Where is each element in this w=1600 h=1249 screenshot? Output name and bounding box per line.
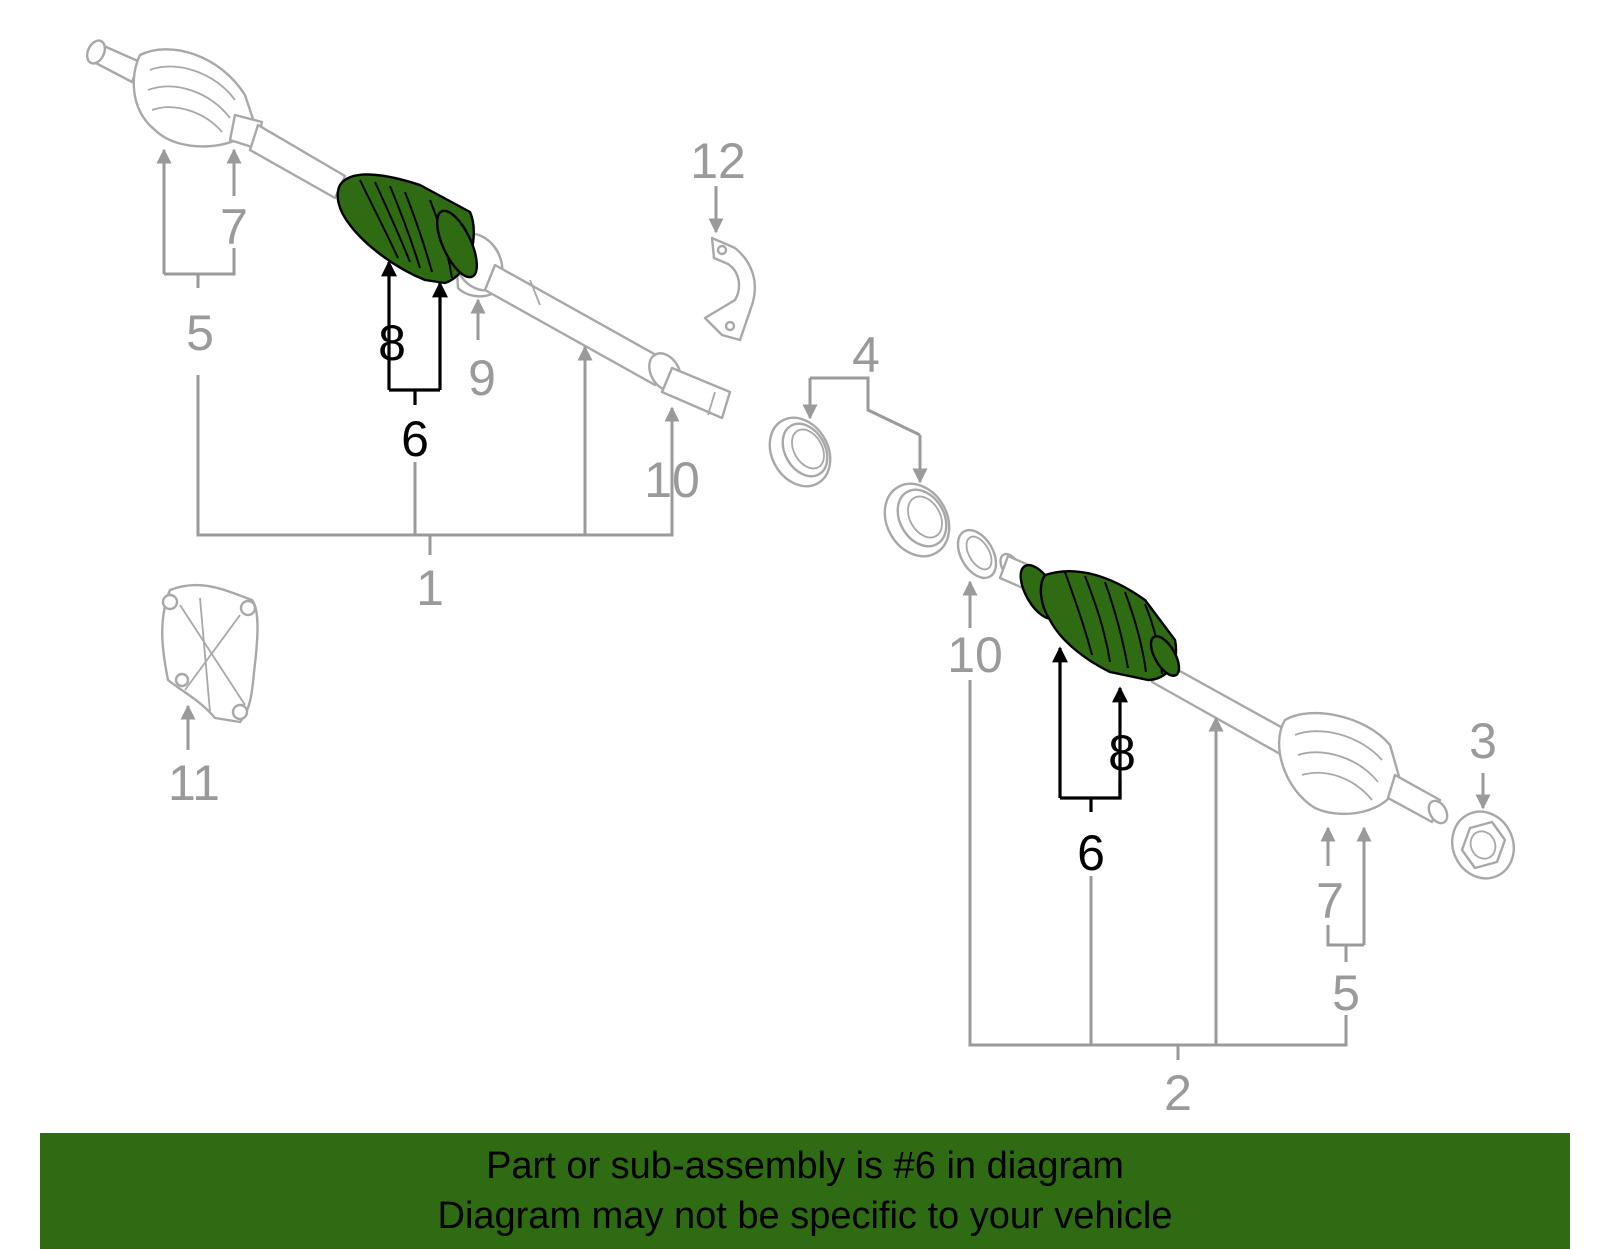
axle-nut bbox=[1451, 810, 1515, 880]
bearing-seal-lower bbox=[883, 482, 951, 558]
info-banner: Part or sub-assembly is #6 in diagram Di… bbox=[40, 1133, 1570, 1249]
callout-6-left: 6 bbox=[401, 411, 429, 467]
callout-labels: 1 2 3 4 5 5 6 6 7 7 8 8 9 10 10 11 12 bbox=[168, 133, 1497, 1121]
banner-line-2: Diagram may not be specific to your vehi… bbox=[437, 1195, 1173, 1237]
callout-6-right: 6 bbox=[1077, 825, 1105, 881]
callout-8-right: 8 bbox=[1108, 725, 1136, 781]
callout-12: 12 bbox=[690, 133, 746, 189]
bearing-seal-upper bbox=[768, 416, 832, 488]
callout-1: 1 bbox=[416, 560, 444, 616]
support-bracket bbox=[161, 583, 259, 724]
left-inner-cv-boot bbox=[336, 173, 479, 285]
callout-7-right: 7 bbox=[1316, 873, 1344, 929]
callout-3: 3 bbox=[1469, 713, 1497, 769]
seal-ring bbox=[956, 528, 998, 580]
callout-10-right: 10 bbox=[947, 627, 1003, 683]
banner-line-1: Part or sub-assembly is #6 in diagram bbox=[486, 1145, 1124, 1187]
left-axle-shaft bbox=[85, 39, 732, 420]
callout-2: 2 bbox=[1164, 1065, 1192, 1121]
callout-7-left: 7 bbox=[220, 199, 248, 255]
callout-5-left: 5 bbox=[186, 305, 214, 361]
leader-lines-active bbox=[381, 260, 1128, 812]
callout-11: 11 bbox=[168, 755, 220, 811]
callout-8-left: 8 bbox=[378, 315, 406, 371]
callout-5-right: 5 bbox=[1332, 965, 1360, 1021]
right-axle-shaft bbox=[998, 552, 1449, 825]
callout-4: 4 bbox=[852, 327, 880, 383]
callout-10-left: 10 bbox=[644, 452, 700, 508]
right-inner-cv-boot bbox=[1019, 563, 1181, 682]
callout-9: 9 bbox=[468, 350, 496, 406]
leader-lines-grey bbox=[156, 148, 1491, 1060]
retaining-clip bbox=[703, 236, 757, 342]
